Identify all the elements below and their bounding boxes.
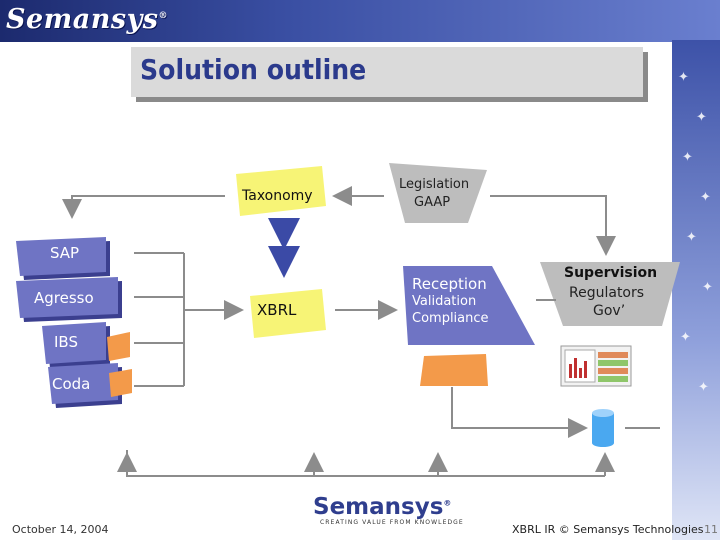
agresso-tile — [16, 277, 118, 318]
supervision-to-legislation-arrow — [490, 195, 616, 256]
sap-tile — [16, 237, 106, 276]
orange-block — [420, 354, 488, 386]
star-icon: ✦ — [702, 280, 713, 295]
star-icon: ✦ — [696, 110, 707, 125]
ibs-label: IBS — [54, 333, 78, 351]
brand-logo: Semansys® — [6, 4, 168, 35]
footer-copyright: XBRL IR © Semansys Technologies — [512, 523, 704, 536]
taxonomy-to-systems-arrow — [62, 195, 225, 219]
star-icon: ✦ — [678, 70, 689, 85]
footer-logo: Semansys® — [313, 494, 452, 520]
agresso-label: Agresso — [34, 289, 94, 307]
database-cylinder — [592, 413, 614, 443]
taxonomy-label: Taxonomy — [242, 188, 313, 204]
taxonomy-shape — [236, 166, 326, 216]
star-icon: ✦ — [680, 330, 691, 345]
reception-title: Reception — [412, 275, 487, 293]
coda-orange-tab — [109, 369, 132, 397]
decorative-star-band: ✦ ✦ ✦ ✦ ✦ ✦ ✦ ✦ — [672, 40, 720, 540]
supervision-title: Supervision — [564, 265, 658, 281]
xbrl-shape — [250, 289, 326, 338]
star-icon: ✦ — [700, 190, 711, 205]
page-title: Solution outline — [140, 53, 367, 86]
legislation-label: Legislation — [399, 177, 470, 192]
gov-label: Gov’ — [593, 303, 626, 319]
sap-label: SAP — [50, 244, 80, 262]
star-icon: ✦ — [682, 150, 693, 165]
validation-label: Validation — [412, 294, 477, 309]
legislation-shape — [389, 163, 487, 223]
star-icon: ✦ — [686, 230, 697, 245]
star-icon: ✦ — [698, 380, 709, 395]
compliance-label: Compliance — [412, 311, 489, 326]
ibs-tile — [42, 322, 106, 364]
coda-label: Coda — [52, 375, 91, 393]
regulators-label: Regulators — [569, 285, 645, 301]
page-number: 11 — [704, 523, 718, 536]
reception-shape — [403, 266, 535, 345]
header-banner — [0, 0, 720, 42]
title-box — [131, 47, 643, 97]
xbrl-label: XBRL — [257, 301, 297, 319]
footer-tagline: CREATING VALUE FROM KNOWLEDGE — [320, 519, 464, 526]
coda-tile — [48, 363, 118, 404]
footer-date: October 14, 2004 — [12, 523, 109, 536]
gaap-label: GAAP — [414, 195, 451, 210]
orange-to-database-arrow — [451, 387, 588, 438]
bottom-bus-line — [126, 450, 605, 477]
supervision-shape — [540, 262, 680, 326]
ibs-orange-tab — [107, 332, 130, 361]
